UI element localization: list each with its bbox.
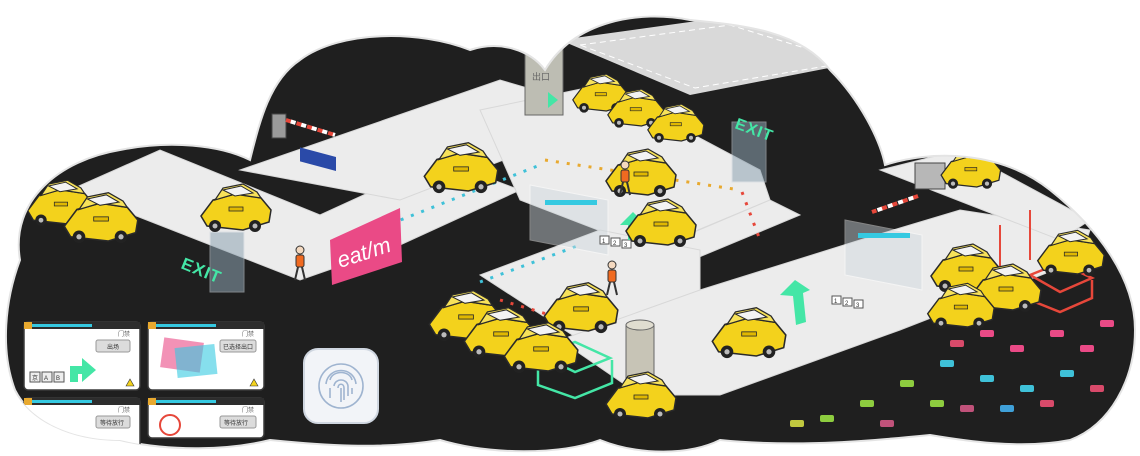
ui-panel-3: 门禁 等待放行 [23,397,141,449]
cloud-outline [4,15,1137,453]
scene-key: 1 [834,299,838,305]
warning-icon [125,378,135,387]
glass-gate-right [731,121,767,183]
scene-screen-2: 1 2 3 [831,219,923,309]
turn-right-arrow-icon [70,358,96,382]
panel-key: B [56,376,60,382]
panel-corner-label: 门禁 [242,406,254,414]
scene-key: 1 [602,239,606,245]
ui-panel-4: 门禁 等待放行 [147,397,265,439]
guidance-dots [369,158,762,332]
blue-sign [300,147,336,172]
panel-button-label: 等待放行 [100,419,124,427]
fingerprint-tile[interactable] [303,348,379,424]
panel-button-label: 出场 [107,343,119,351]
scene-key: 2 [845,301,849,307]
gate-barrier-right [871,162,946,214]
panel-key: A [44,376,48,382]
floor-mosaic [790,320,1114,427]
panel-key: 京 [32,374,38,382]
ui-panel-1: 门禁 出场 京 A B [23,321,141,391]
scene-key: 2 [613,241,617,247]
scene-screen-1: 1 2 3 [529,184,632,256]
booth-label: 出口 [532,71,550,82]
warning-icon [249,378,259,387]
billboard: eat/m [330,208,402,285]
scene-key: 3 [856,303,860,309]
panel-button-label: 已选择出口 [223,343,253,351]
gate-barrier-top [271,113,336,139]
turn-right-arrow-icon [780,280,810,325]
scene-key: 3 [624,243,628,249]
glass-gate-left [209,231,245,293]
taxi [940,147,1002,190]
panel-corner-label: 门禁 [242,330,254,338]
ticket-pillar: 出口 [524,38,564,116]
fingerprint-icon [318,363,364,409]
ui-panel-2: 门禁 已选择出口 [147,321,265,391]
panel-corner-label: 门禁 [118,406,130,414]
panel-corner-label: 门禁 [118,330,130,338]
panel-button-label: 等待放行 [224,419,248,427]
